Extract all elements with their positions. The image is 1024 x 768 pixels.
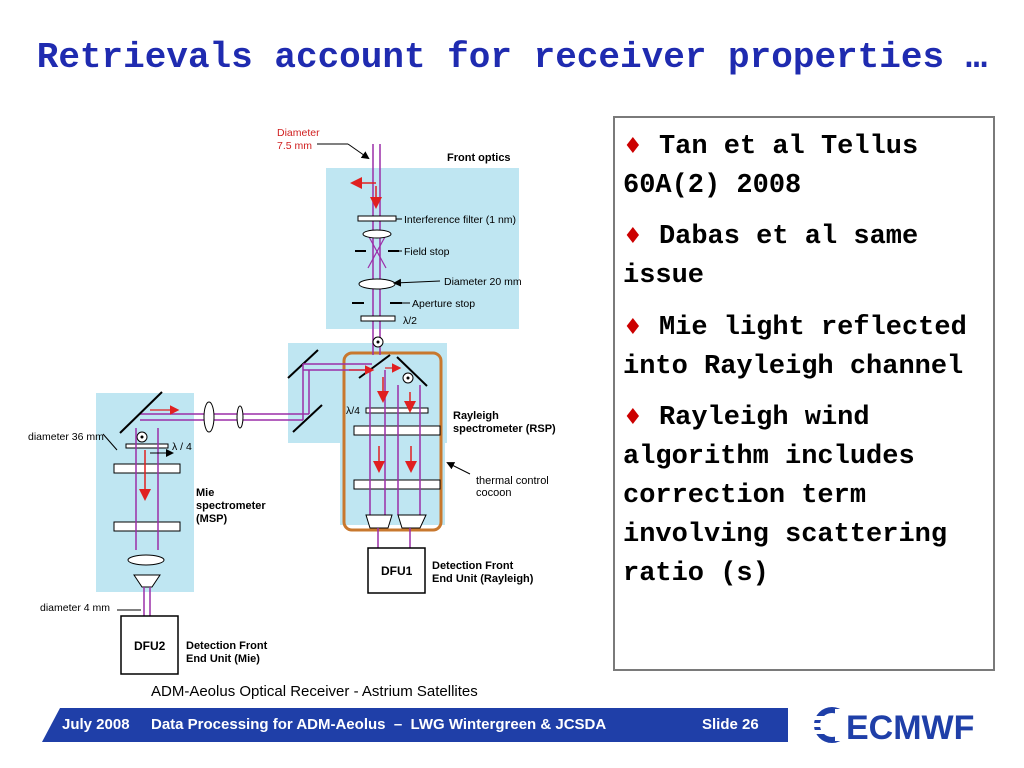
bullet-item: ♦ Rayleigh wind algorithm includes corre…	[623, 402, 948, 590]
label-thermal-2: cocoon	[476, 487, 511, 499]
label-mie-3: (MSP)	[196, 513, 228, 525]
diamond-bullet-icon: ♦	[623, 314, 643, 340]
label-diameter-top-value: 7.5 mm	[277, 140, 312, 152]
thermal-control-cocoon	[342, 351, 443, 532]
bullet-item: ♦ Mie light reflected into Rayleigh chan…	[623, 312, 967, 382]
bullet-box: ♦ Tan et al Tellus 60A(2) 2008 ♦ Dabas e…	[613, 116, 995, 671]
label-rayleigh-2: spectrometer (RSP)	[453, 423, 556, 435]
label-diameter-top: Diameter	[277, 127, 320, 139]
label-dfu2-2: End Unit (Mie)	[186, 653, 260, 665]
diagram-caption: ADM-Aeolus Optical Receiver - Astrium Sa…	[151, 683, 478, 700]
label-lambda-half: λ/2	[403, 315, 417, 327]
footer-title: Data Processing for ADM-Aeolus – LWG Win…	[151, 716, 607, 733]
ecmwf-logo: ECMWF	[810, 707, 974, 747]
diamond-bullet-icon: ♦	[623, 404, 643, 430]
label-diameter-36: diameter 36 mm	[28, 431, 104, 443]
label-mie-2: spectrometer	[196, 500, 266, 512]
bullet-item: ♦ Dabas et al same issue	[623, 222, 919, 292]
label-diameter-4: diameter 4 mm	[40, 602, 110, 614]
label-aperture-stop: Aperture stop	[412, 298, 475, 310]
label-dfu1-1: Detection Front	[432, 560, 514, 572]
footer-bar	[42, 708, 788, 742]
label-diameter-20: Diameter 20 mm	[444, 276, 522, 288]
footer-slide-number: Slide 26	[702, 716, 759, 733]
label-lambda-quarter-r: λ/4	[346, 405, 360, 417]
footer-date: July 2008	[62, 716, 130, 733]
label-dfu1: DFU1	[381, 564, 413, 578]
label-dfu2-1: Detection Front	[186, 640, 268, 652]
ecmwf-logo-mark-icon	[810, 707, 850, 743]
label-rayleigh-1: Rayleigh	[453, 410, 499, 422]
label-interference-filter: Interference filter (1 nm)	[404, 214, 516, 226]
dfu1-box	[367, 547, 426, 594]
label-mie-1: Mie	[196, 487, 214, 499]
slide-title: Retrievals account for receiver properti…	[36, 37, 988, 78]
label-front-optics: Front optics	[447, 152, 511, 164]
diamond-bullet-icon: ♦	[623, 224, 643, 250]
label-dfu2: DFU2	[134, 639, 166, 653]
bullet-item: ♦ Tan et al Tellus 60A(2) 2008	[623, 132, 919, 202]
label-lambda-quarter-m: λ / 4	[172, 441, 192, 453]
dfu2-box	[120, 615, 179, 675]
optical-receiver-diagram: Diameter 7.5 mm Front optics Interferenc…	[28, 127, 556, 675]
ecmwf-logo-text: ECMWF	[846, 709, 974, 747]
label-dfu1-2: End Unit (Rayleigh)	[432, 573, 534, 585]
label-field-stop: Field stop	[404, 246, 450, 258]
label-thermal-1: thermal control	[476, 475, 549, 487]
diamond-bullet-icon: ♦	[623, 134, 643, 159]
rayleigh-box	[340, 355, 445, 525]
